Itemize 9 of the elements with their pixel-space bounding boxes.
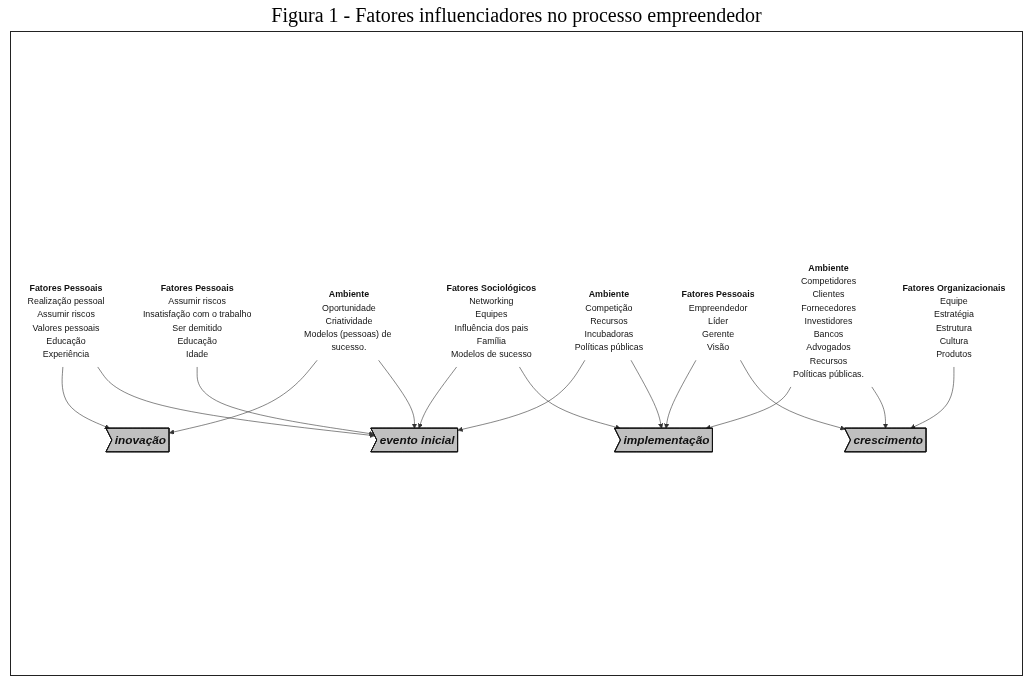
node-text: Fatores Pessoais Realização pessoal Assumir riscos Valores pessoais Educação Experiência [27, 282, 105, 359]
figure-title: Figura 1 - Fatores influenciadores no processo empreendedor [270, 4, 763, 27]
node-text: Fatores Pessoais Empreendedor Líder Gerente Visão [681, 288, 755, 353]
node-text: Fatores Organizacionais Equipe Estratégia Estrutura Cultura Produtos [902, 282, 1006, 359]
node-text: Fatores Pessoais Assumir riscos Insatisfação com o trabalho Ser demitido Educação Idade [142, 282, 252, 359]
node-text: Ambiente Oportunidade Criatividade Modelos (pessoas) de sucesso. [304, 288, 392, 353]
node-text: Ambiente Competidores Clientes Fornecedores Investidores Bancos Advogados Recursos Políticas públicas. [793, 262, 864, 379]
node-text: Fatores Sociológicos Networking Equipes Influência dos pais Família Modelos de sucesso [446, 282, 537, 359]
node-text: Ambiente Competição Recursos Incubadoras Políticas públicas [574, 288, 644, 353]
